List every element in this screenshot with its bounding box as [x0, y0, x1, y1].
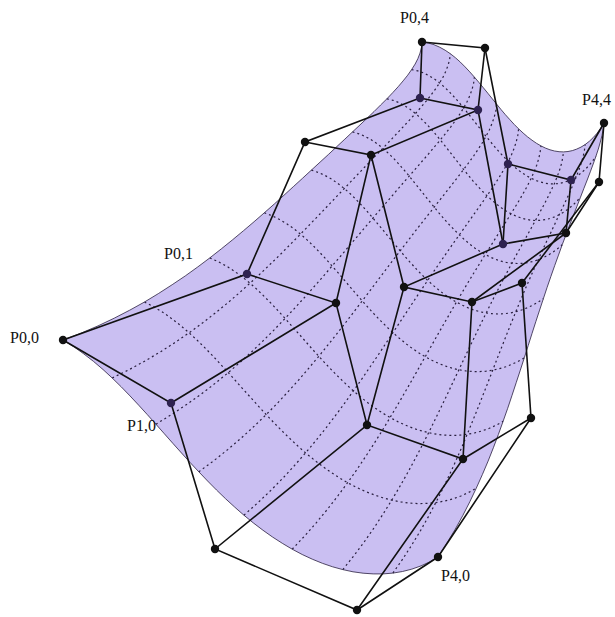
net-line: [420, 98, 599, 244]
control-point: [481, 44, 489, 52]
point-label: P0,0: [10, 330, 39, 346]
surface-outline: [63, 42, 604, 574]
control-point: [600, 119, 608, 127]
control-points: [59, 38, 608, 614]
net-line: [422, 42, 604, 180]
iso-curve: [199, 104, 497, 472]
iso-curve: [292, 146, 541, 549]
control-point: [301, 138, 309, 146]
point-label: P1,0: [127, 418, 156, 434]
control-net: [63, 42, 604, 610]
control-point: [474, 106, 482, 114]
iso-curve: [343, 152, 564, 570]
point-label: P0,4: [400, 10, 429, 26]
iso-curve: [353, 132, 563, 264]
control-point: [418, 38, 426, 46]
control-point: [167, 399, 175, 407]
net-line: [215, 164, 508, 549]
control-point: [400, 283, 408, 291]
iso-curve: [387, 99, 581, 221]
control-point: [332, 299, 340, 307]
point-label: P4,0: [441, 568, 470, 584]
control-point: [416, 94, 424, 102]
control-point: [363, 421, 371, 429]
control-point: [595, 178, 603, 186]
control-point: [567, 176, 575, 184]
point-label: P4,4: [582, 92, 611, 108]
point-label: P0,1: [164, 246, 193, 262]
iso-curve: [393, 145, 585, 574]
control-point: [518, 279, 526, 287]
control-point: [59, 336, 67, 344]
iso-curve: [112, 54, 450, 378]
control-point: [434, 553, 442, 561]
iso-curve: [210, 258, 503, 436]
surface-patch: [63, 42, 604, 574]
net-line: [357, 180, 571, 610]
control-point: [562, 229, 570, 237]
control-point: [468, 298, 476, 306]
iso-curve: [145, 302, 477, 504]
control-point: [527, 414, 535, 422]
control-point: [243, 270, 251, 278]
net-line: [63, 340, 438, 610]
control-point: [504, 160, 512, 168]
control-point: [353, 606, 361, 614]
net-line: [438, 123, 604, 557]
control-point: [367, 151, 375, 159]
net-line: [305, 142, 522, 302]
control-point: [459, 455, 467, 463]
net-line: [63, 42, 422, 340]
control-point: [499, 240, 507, 248]
control-point: [211, 545, 219, 553]
net-line: [247, 274, 531, 459]
iso-curve: [156, 77, 475, 424]
